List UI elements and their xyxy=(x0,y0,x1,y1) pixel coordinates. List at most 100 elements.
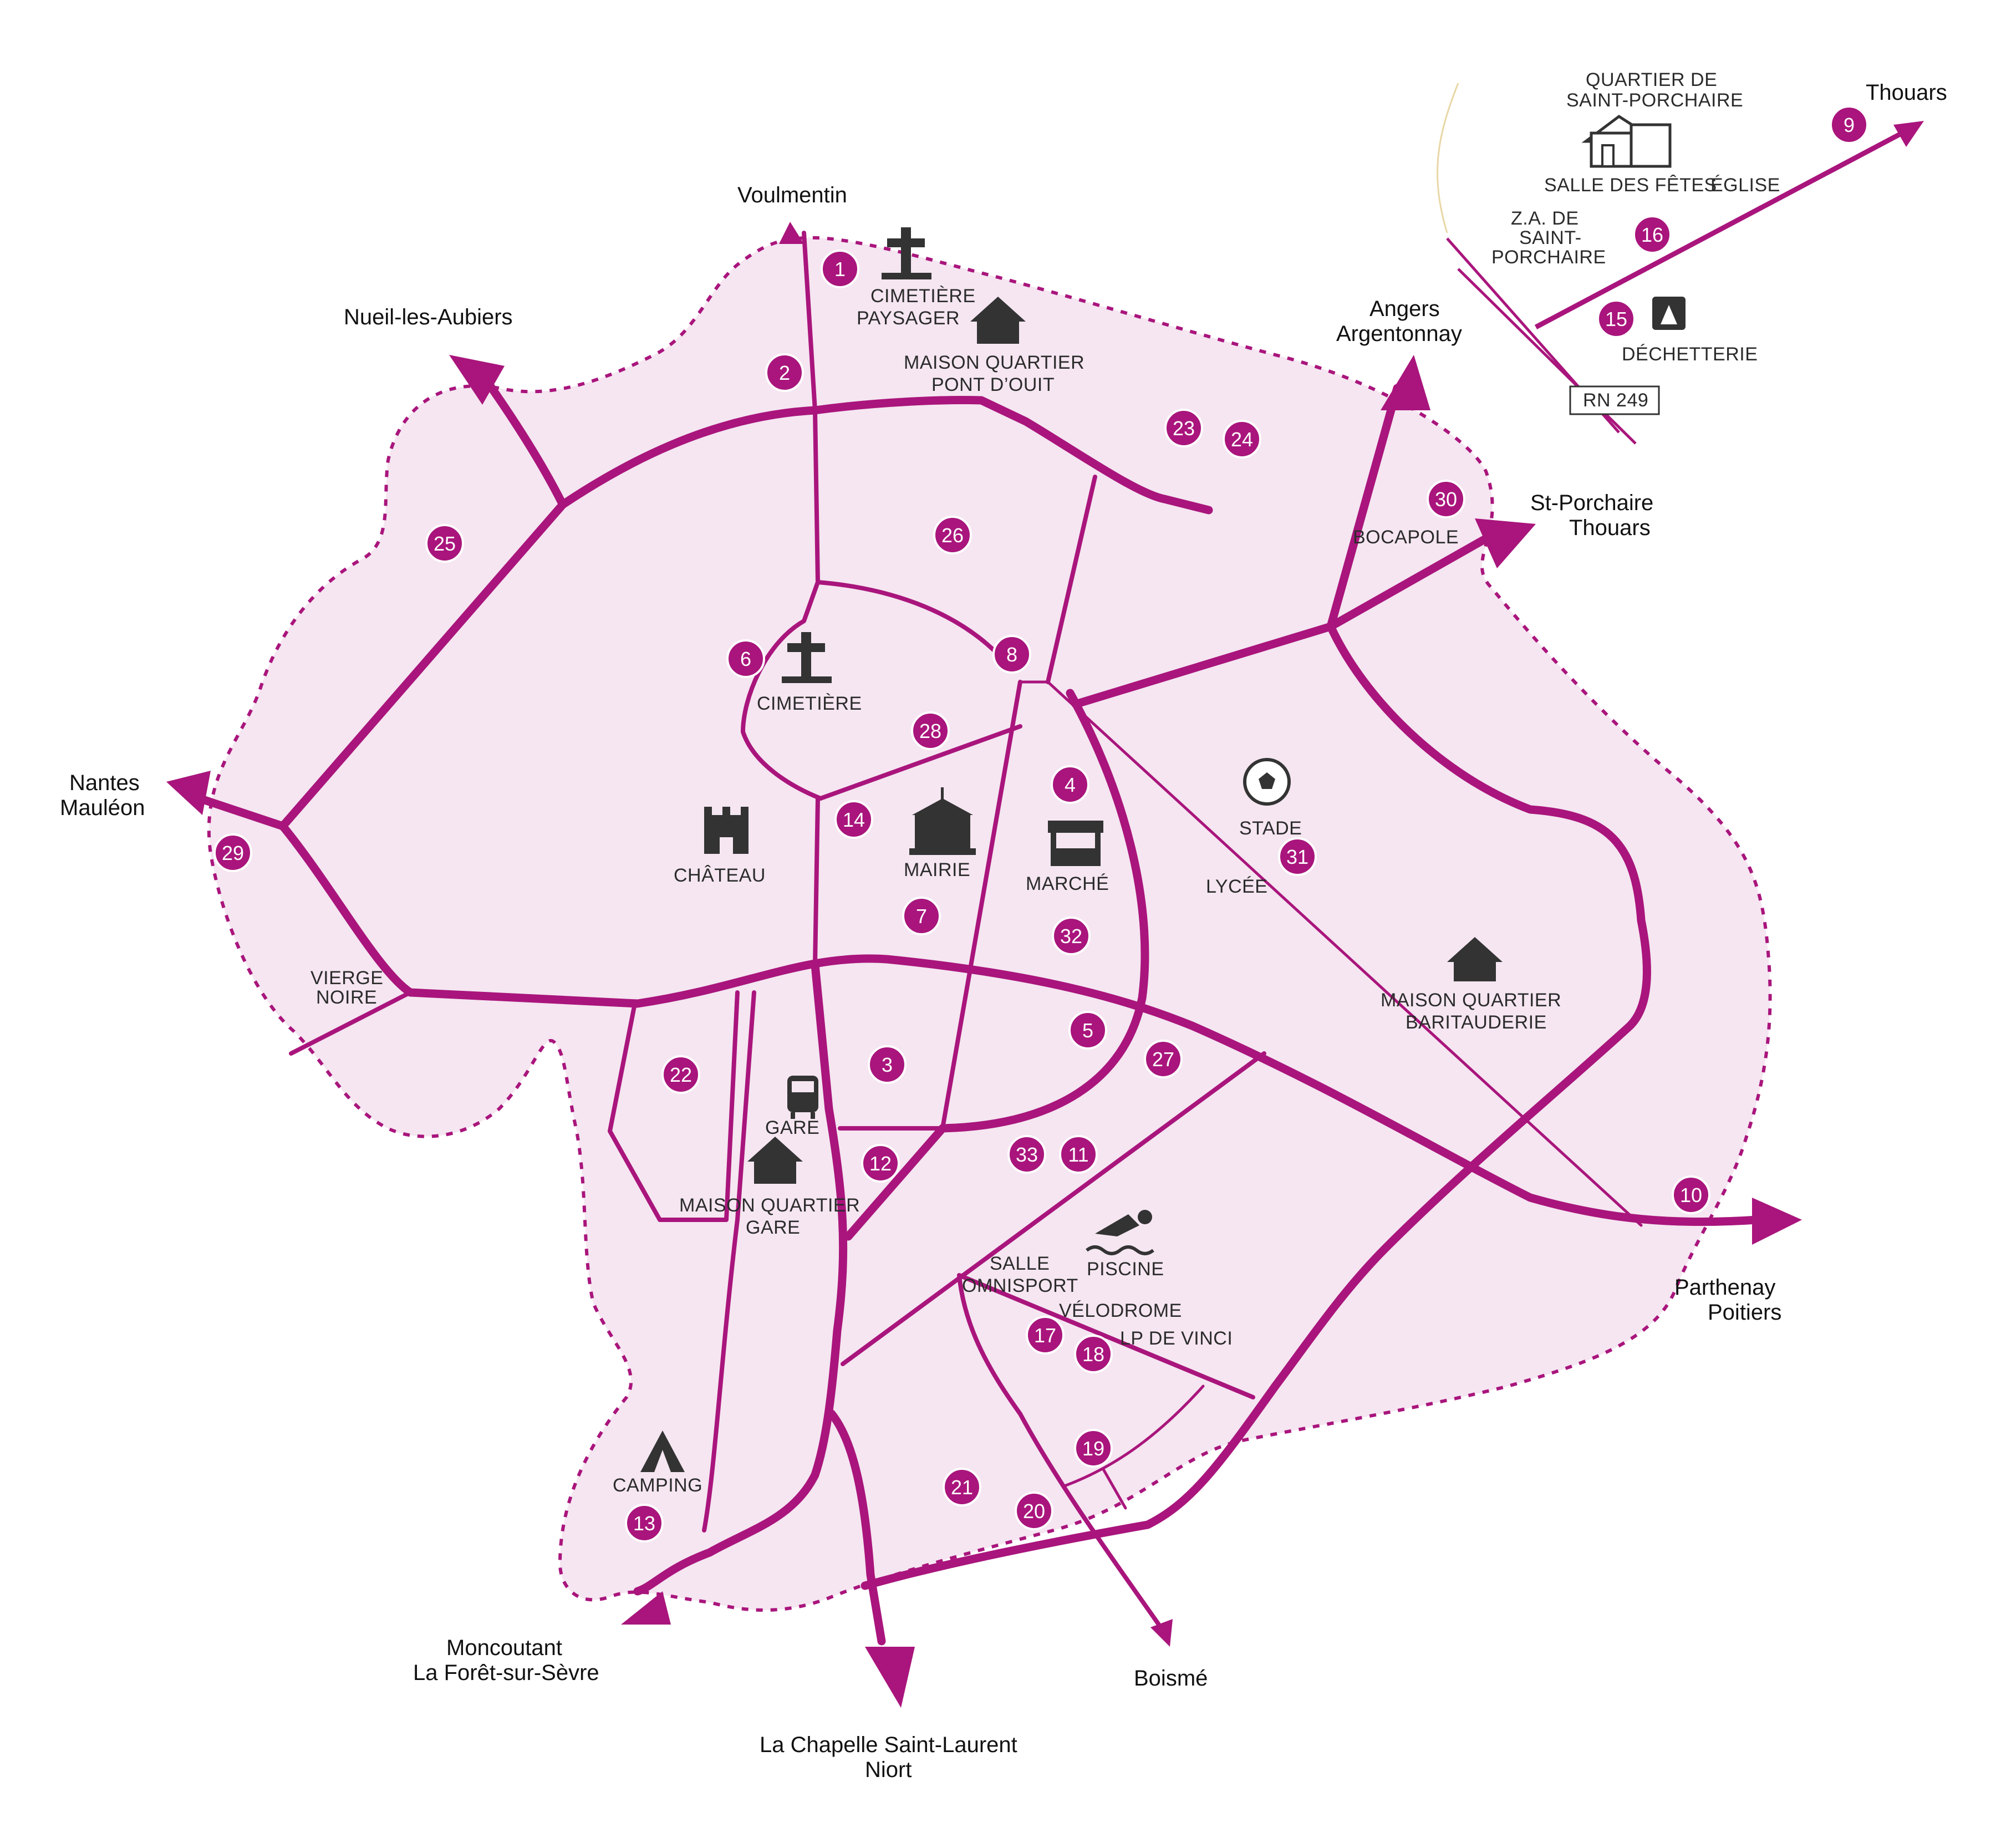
marker-8[interactable]: 8 xyxy=(992,635,1031,674)
soccer-ball-icon xyxy=(1243,758,1291,806)
marker-circle xyxy=(1051,765,1089,804)
marker-3[interactable]: 3 xyxy=(868,1045,907,1084)
castle-icon xyxy=(704,807,748,854)
marker-circle xyxy=(661,1055,700,1094)
parthenay-arrow xyxy=(1752,1198,1802,1245)
marker-number: 8 xyxy=(1006,643,1017,666)
marker-31[interactable]: 31 xyxy=(1278,837,1317,876)
marker-19[interactable]: 19 xyxy=(1074,1429,1113,1468)
marker-30[interactable]: 30 xyxy=(1427,480,1465,518)
marker-circle xyxy=(1830,105,1868,144)
marker-17[interactable]: 17 xyxy=(1026,1316,1065,1355)
marker-21[interactable]: 21 xyxy=(943,1468,981,1506)
moncoutant-arrow xyxy=(621,1591,671,1625)
marker-9[interactable]: 9 xyxy=(1830,105,1868,144)
marker-number: 27 xyxy=(1152,1048,1174,1071)
marker-32[interactable]: 32 xyxy=(1052,917,1091,955)
market-stall-icon xyxy=(1048,821,1103,866)
label-cimetiere: CIMETIÈRE xyxy=(757,693,862,714)
nantes-arrow xyxy=(166,771,211,815)
marker-number: 16 xyxy=(1641,223,1663,246)
marker-circle xyxy=(625,1504,664,1542)
marker-number: 15 xyxy=(1605,308,1627,330)
marker-15[interactable]: 15 xyxy=(1597,299,1636,338)
road-voulmentin xyxy=(802,231,817,413)
label-salle-1: SALLE xyxy=(990,1253,1050,1274)
marker-circle xyxy=(1026,1316,1065,1355)
dest-thouars: Thouars xyxy=(1866,80,1947,105)
marker-20[interactable]: 20 xyxy=(1015,1491,1053,1530)
marker-number: 7 xyxy=(916,905,927,928)
road-nueil-arrow-stem xyxy=(483,378,567,509)
marker-24[interactable]: 24 xyxy=(1223,420,1261,459)
label-pont-douit-1: MAISON QUARTIER xyxy=(904,352,1084,373)
marker-circle xyxy=(1074,1429,1113,1468)
label-vierge-1: VIERGE xyxy=(310,968,383,989)
inset-dechetterie: DÉCHETTERIE xyxy=(1622,344,1758,365)
tent-icon xyxy=(640,1430,685,1472)
marker-1[interactable]: 1 xyxy=(821,250,859,288)
marker-16[interactable]: 16 xyxy=(1633,215,1672,254)
marker-18[interactable]: 18 xyxy=(1074,1335,1113,1373)
dest-nueil: Nueil-les-Aubiers xyxy=(344,305,513,329)
marker-circle xyxy=(861,1144,900,1183)
dest-moncoutant-2: La Forêt-sur-Sèvre xyxy=(413,1661,599,1685)
road-nantes xyxy=(195,794,287,831)
marker-14[interactable]: 14 xyxy=(834,800,873,839)
boisme-arrow xyxy=(1150,1619,1173,1647)
marker-number: 10 xyxy=(1680,1184,1702,1206)
marker-29[interactable]: 29 xyxy=(213,833,252,872)
marker-circle xyxy=(765,353,804,392)
cross-icon xyxy=(782,632,832,683)
recycling-icon xyxy=(1652,297,1686,330)
marker-circle xyxy=(1278,837,1317,876)
marker-circle xyxy=(992,635,1031,674)
label-lp-de-vinci: LP DE VINCI xyxy=(1120,1328,1233,1349)
marker-33[interactable]: 33 xyxy=(1007,1135,1046,1174)
marker-circle xyxy=(1144,1040,1183,1078)
marker-number: 21 xyxy=(951,1476,973,1499)
marker-number: 14 xyxy=(843,808,865,831)
marker-28[interactable]: 28 xyxy=(911,711,950,750)
road-track xyxy=(1063,1384,1205,1510)
marker-4[interactable]: 4 xyxy=(1051,765,1089,804)
road-gare-link xyxy=(702,990,756,1533)
label-vierge-2: NOIRE xyxy=(316,987,377,1008)
house-icon xyxy=(747,1137,803,1184)
marker-23[interactable]: 23 xyxy=(1164,409,1203,447)
inset-salle-des-fetes: SALLE DES FÊTES xyxy=(1544,175,1717,196)
marker-number: 12 xyxy=(869,1152,892,1175)
label-marche: MARCHÉ xyxy=(1026,873,1109,894)
marker-circle xyxy=(1223,420,1261,459)
marker-25[interactable]: 25 xyxy=(425,524,464,563)
label-cimetiere-paysager-1: CIMETIÈRE xyxy=(870,286,976,307)
marker-27[interactable]: 27 xyxy=(1144,1040,1183,1078)
marker-number: 25 xyxy=(434,532,456,555)
marker-circle xyxy=(1059,1135,1098,1174)
marker-number: 28 xyxy=(919,720,941,742)
marker-12[interactable]: 12 xyxy=(861,1144,900,1183)
inset-quartier-1: QUARTIER DE xyxy=(1586,69,1717,90)
marker-2[interactable]: 2 xyxy=(765,353,804,392)
marker-circle xyxy=(1164,409,1203,447)
label-baritauderie-2: BARITAUDERIE xyxy=(1406,1012,1547,1033)
marker-13[interactable]: 13 xyxy=(625,1504,664,1542)
road-salle xyxy=(841,1051,1266,1366)
house-icon xyxy=(970,297,1026,344)
road-west-loop xyxy=(608,990,740,1222)
marker-6[interactable]: 6 xyxy=(726,639,765,678)
marker-22[interactable]: 22 xyxy=(661,1055,700,1094)
marker-7[interactable]: 7 xyxy=(902,897,941,935)
dest-moncoutant-1: Moncoutant xyxy=(446,1636,562,1660)
marker-number: 19 xyxy=(1082,1437,1104,1460)
marker-10[interactable]: 10 xyxy=(1672,1175,1710,1214)
label-pont-douit-2: PONT D’OUIT xyxy=(931,374,1055,395)
label-baritauderie-1: MAISON QUARTIER xyxy=(1381,990,1561,1011)
marker-26[interactable]: 26 xyxy=(933,516,972,554)
angers-arrow xyxy=(1381,355,1430,410)
marker-11[interactable]: 11 xyxy=(1059,1135,1098,1174)
marker-5[interactable]: 5 xyxy=(1068,1011,1107,1050)
road-nueil xyxy=(278,396,1213,831)
